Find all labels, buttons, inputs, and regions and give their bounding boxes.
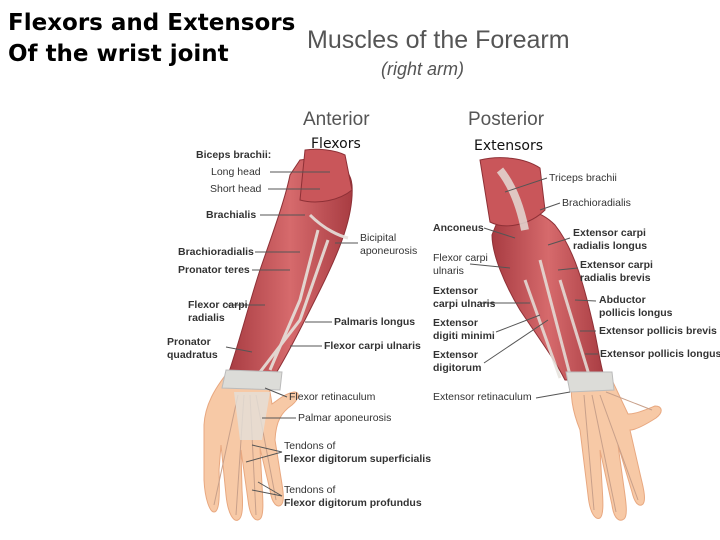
posterior-leader-lines [469, 177, 598, 399]
label-flexor-carpi-ulnaris: Flexor carpi ulnaris [324, 340, 421, 352]
label-edm: Extensor digiti minimi [433, 317, 495, 342]
label-long-head: Long head [211, 166, 261, 178]
flexors-label: Flexors [311, 136, 361, 152]
slide-title: Flexors and Extensors Of the wrist joint [8, 8, 298, 70]
label-ecu: Extensor carpi ulnaris [433, 285, 495, 310]
label-fcr-line2: radialis [188, 311, 225, 324]
label-pq-line2: quadratus [167, 348, 218, 361]
label-fdp-tendons: Tendons of Flexor digitorum profundus [284, 484, 422, 509]
anterior-heading: Anterior [303, 109, 370, 130]
label-ecrb-line2: radialis brevis [580, 271, 651, 284]
label-apl-line2: pollicis longus [599, 306, 673, 319]
label-ecu-line1: Extensor [433, 285, 478, 297]
label-apl: Abductor pollicis longus [599, 294, 673, 319]
label-ecu-line2: carpi ulnaris [433, 297, 496, 310]
label-fds-line2: Flexor digitorum superficialis [284, 452, 432, 465]
figure-title: Muscles of the Forearm [307, 26, 570, 54]
label-ecrb: Extensor carpi radialis brevis [580, 259, 653, 284]
label-epl: Extensor pollicis longus [600, 348, 720, 360]
anterior-arm [203, 148, 353, 521]
label-palmar-aponeurosis: Palmar aponeurosis [298, 412, 392, 424]
label-fdp-line2: Flexor digitorum profundus [284, 496, 422, 509]
label-edm-line1: Extensor [433, 317, 478, 329]
label-ed-line2: digitorum [433, 361, 482, 374]
label-flexor-retinaculum: Flexor retinaculum [289, 391, 376, 403]
label-bicipital-aponeurosis: Bicipital aponeurosis [360, 232, 417, 257]
label-short-head: Short head [210, 183, 262, 195]
label-biceps-brachii: Biceps brachii: [196, 149, 272, 161]
label-brachialis: Brachialis [206, 209, 257, 221]
anterior-leader-lines [225, 171, 358, 497]
label-fcr-line1: Flexor carpi [188, 299, 248, 311]
label-brachioradialis-posterior: Brachioradialis [562, 197, 631, 209]
label-edm-line2: digiti minimi [433, 329, 495, 342]
label-ed: Extensor digitorum [433, 349, 481, 374]
label-ecrl-line2: radialis longus [573, 239, 648, 252]
slide-title-line2: Of the wrist joint [8, 41, 229, 67]
label-fcu-post-line2: ulnaris [433, 264, 464, 277]
label-anconeus: Anconeus [433, 222, 484, 234]
anterior-hand [203, 371, 299, 521]
label-fds-tendons: Tendons of Flexor digitorum superficiali… [284, 440, 431, 465]
label-apl-line1: Abductor [599, 294, 646, 306]
label-bicipital-line2: aponeurosis [360, 244, 418, 257]
label-brachioradialis-anterior: Brachioradialis [178, 246, 254, 258]
label-ecrl: Extensor carpi radialis longus [573, 227, 647, 252]
posterior-arm [479, 157, 662, 521]
label-ed-line1: Extensor [433, 349, 478, 361]
anterior-upper-arm [299, 148, 353, 203]
label-pronator-teres: Pronator teres [178, 264, 250, 276]
label-ecrl-line1: Extensor carpi [573, 227, 646, 239]
label-fds-line1: Tendons of [284, 440, 336, 452]
label-flexor-carpi-ulnaris-posterior: Flexor carpi ulnaris [433, 252, 488, 277]
label-triceps-brachii: Triceps brachii [549, 172, 617, 184]
slide-title-line1: Flexors and Extensors [8, 10, 296, 36]
label-palmaris-longus: Palmaris longus [334, 316, 416, 328]
label-flexor-carpi-radialis: Flexor carpi radialis [188, 299, 248, 324]
label-extensor-retinaculum: Extensor retinaculum [433, 391, 532, 403]
label-fdp-line1: Tendons of [284, 484, 336, 496]
anterior-forearm [227, 158, 353, 376]
figure-subtitle: (right arm) [381, 59, 465, 79]
label-pq-line1: Pronator [167, 336, 211, 348]
label-pronator-quadratus: Pronator quadratus [167, 336, 218, 361]
label-fcu-post-line1: Flexor carpi [433, 252, 488, 264]
posterior-heading: Posterior [468, 109, 545, 130]
label-bicipital-line1: Bicipital [360, 232, 397, 244]
extensors-label: Extensors [474, 138, 544, 154]
label-epb: Extensor pollicis brevis [599, 325, 717, 337]
label-ecrb-line1: Extensor carpi [580, 259, 653, 271]
